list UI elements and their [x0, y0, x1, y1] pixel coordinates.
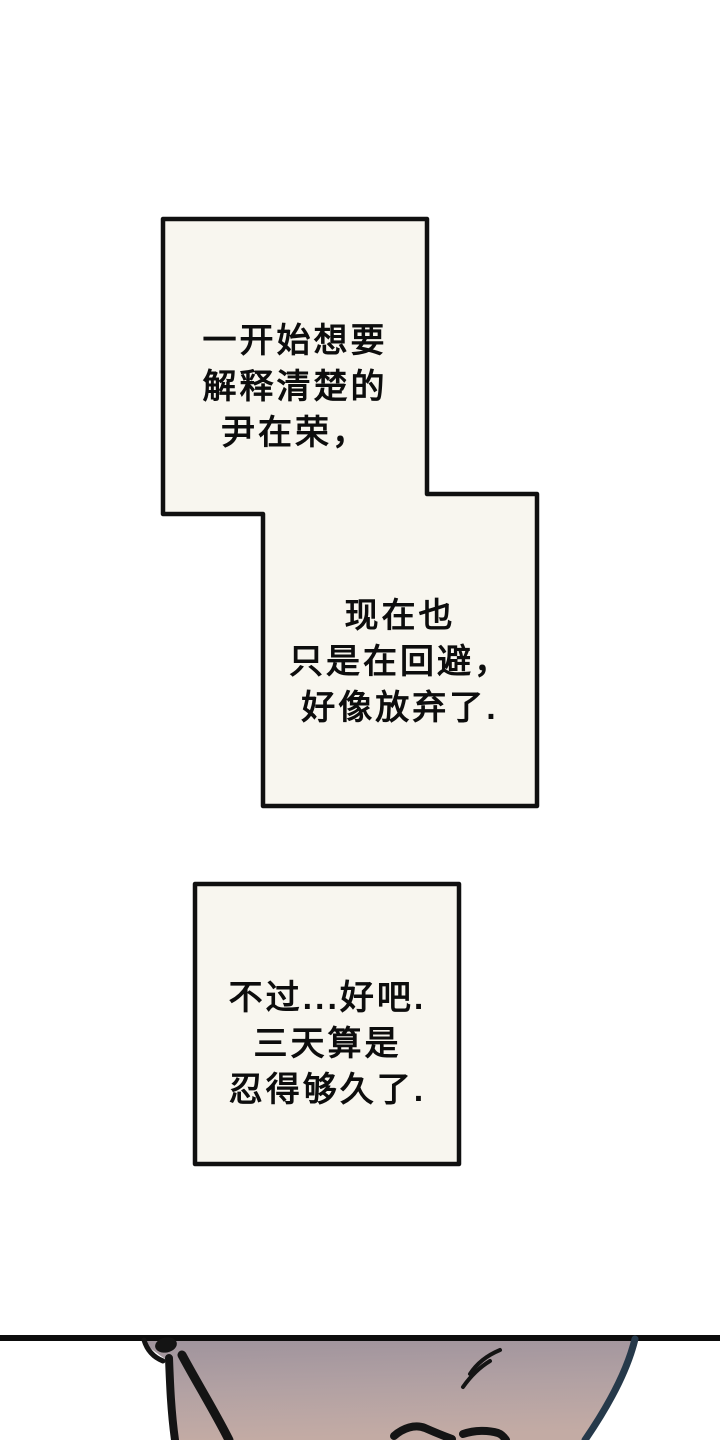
jaw-line — [177, 1350, 234, 1440]
speech-bubble-1: 一开始想要 解释清楚的 尹在荣， — [163, 219, 427, 514]
speech-line: 三天算是 — [253, 1025, 402, 1063]
speech-line: 只是在回避， — [289, 643, 511, 681]
face-right-outline — [581, 1335, 639, 1440]
face-skin — [144, 1341, 635, 1440]
speech-box-1-2-outline — [160, 216, 540, 809]
forehead-crease-1 — [468, 1348, 502, 1376]
eyebrow-left-stroke — [390, 1422, 456, 1440]
speech-line: 解释清楚的 — [202, 367, 388, 406]
ear-edge-line — [165, 1354, 179, 1440]
speech-box-3-outline — [192, 881, 462, 1167]
speech-line: 不过...好吧. — [228, 979, 427, 1017]
forehead-crease-2 — [461, 1359, 492, 1389]
speech-line: 忍得够久了. — [228, 1071, 427, 1109]
speech-line: 一开始想要 — [202, 321, 388, 360]
speech-bubble-2: 现在也 只是在回避， 好像放弃了. — [263, 494, 537, 806]
speech-bubble-3: 不过...好吧. 三天算是 忍得够久了. — [195, 884, 460, 1164]
speech-line: 好像放弃了. — [301, 689, 499, 727]
speech-line: 现在也 — [344, 597, 456, 635]
ear-shadow — [155, 1337, 177, 1353]
panel-divider-line — [0, 1335, 720, 1341]
speech-line: 尹在荣， — [221, 413, 369, 452]
eyebrow-right-stroke — [459, 1426, 510, 1440]
ear-front-outline — [141, 1337, 166, 1364]
